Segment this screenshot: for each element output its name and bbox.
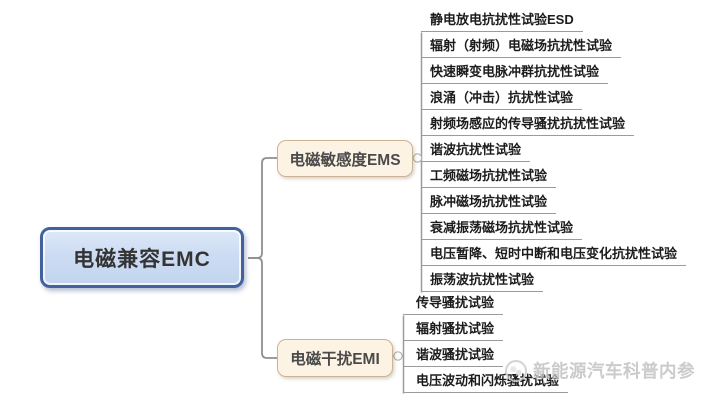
branch-node-emi[interactable]: 电磁干扰EMI bbox=[277, 339, 393, 377]
emi-collapse-icon[interactable] bbox=[393, 351, 403, 361]
branch-line-ems bbox=[248, 157, 277, 259]
leaf-ems-test[interactable]: 谐波抗扰性试验 bbox=[421, 142, 531, 162]
branch-line-emi bbox=[248, 257, 277, 359]
ems-collapse-icon[interactable] bbox=[412, 153, 423, 163]
leaf-ems-test[interactable]: 浪涌（冲击）抗扰性试验 bbox=[421, 90, 583, 110]
branch-node-ems[interactable]: 电磁敏感度EMS bbox=[277, 140, 413, 177]
leaf-emi-test[interactable]: 辐射骚扰试验 bbox=[403, 321, 504, 341]
leaf-ems-test[interactable]: 衰减振荡磁场抗扰性试验 bbox=[421, 220, 583, 240]
leaf-emi-test[interactable]: 传导骚扰试验 bbox=[403, 295, 504, 315]
leaf-ems-test[interactable]: 快速瞬变电脉冲群抗扰性试验 bbox=[421, 64, 609, 84]
leaf-ems-test[interactable]: 辐射（射频）电磁场抗扰性试验 bbox=[421, 38, 622, 58]
leaf-ems-test[interactable]: 射频场感应的传导骚扰抗扰性试验 bbox=[421, 116, 635, 136]
leaf-ems-test[interactable]: 振荡波抗扰性试验 bbox=[421, 272, 544, 292]
leaf-ems-test[interactable]: 脉冲磁场抗扰性试验 bbox=[421, 194, 557, 214]
root-node-emc[interactable]: 电磁兼容EMC bbox=[40, 227, 244, 288]
leaf-emi-test[interactable]: 谐波骚扰试验 bbox=[403, 347, 504, 367]
leaf-emi-test[interactable]: 电压波动和闪烁骚扰试验 bbox=[403, 373, 569, 393]
leaf-ems-test[interactable]: 静电放电抗扰性试验ESD bbox=[421, 12, 583, 32]
leaf-ems-test[interactable]: 工频磁场抗扰性试验 bbox=[421, 168, 557, 188]
leaf-ems-test[interactable]: 电压暂降、短时中断和电压变化抗扰性试验 bbox=[421, 246, 687, 266]
